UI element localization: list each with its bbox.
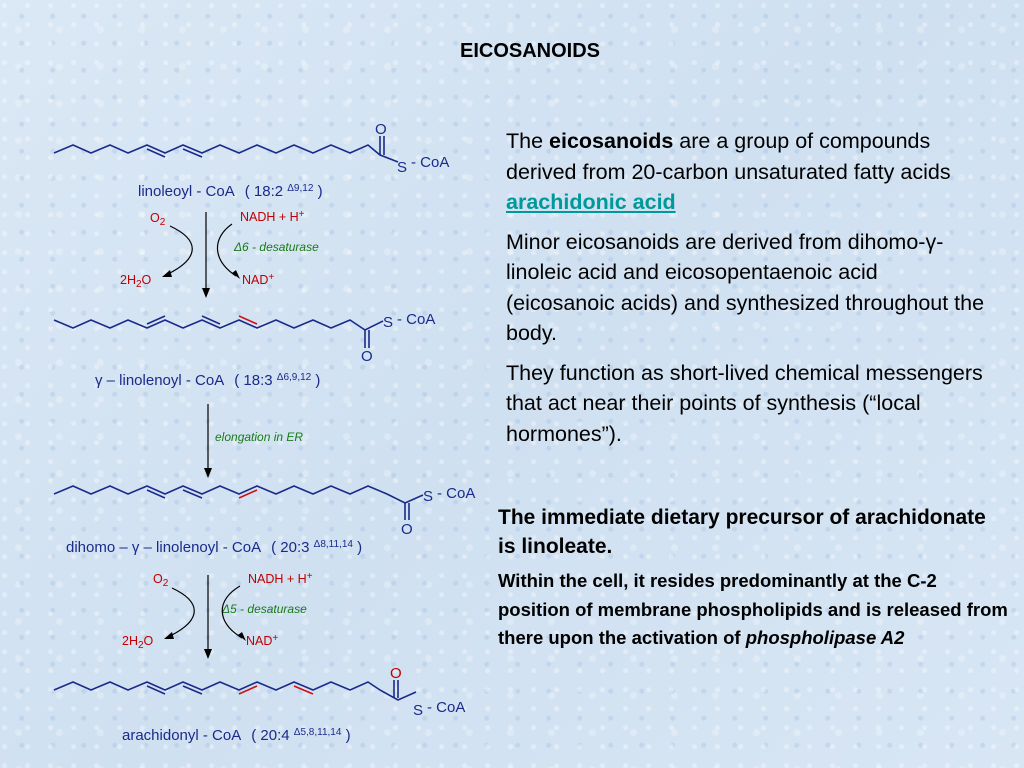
arachidonyl-coa-structure: O S - CoA [53, 665, 465, 719]
compound-gamma-linolenoyl-coa: γ – linolenoyl - CoA( 18:3 Δ6,9,12 ) [95, 372, 320, 389]
double-bond [182, 685, 203, 695]
oxygen-atom: O [375, 121, 387, 138]
enzyme-delta5-desaturase: Δ5 - desaturase [221, 602, 307, 616]
svg-text:S: S [423, 488, 433, 505]
svg-text:NADH + H+: NADH + H+ [248, 571, 313, 586]
new-double-bond [293, 685, 314, 695]
svg-text:O2: O2 [153, 572, 169, 589]
double-bond [182, 148, 203, 158]
elongation-step: elongation in ER [204, 404, 303, 478]
function-paragraph: They function as short-lived chemical me… [506, 360, 983, 446]
svg-text:O2: O2 [150, 211, 166, 228]
sulfur-atom: S [397, 159, 407, 176]
delta6-desaturase-step: O2 NADH + H+ Δ6 - desaturase 2H2O NAD+ [120, 209, 319, 298]
precursor-detail: Within the cell, it resides predominantl… [498, 570, 1008, 648]
arachidonic-acid-link[interactable]: arachidonic acid [506, 190, 676, 214]
svg-text:O: O [401, 521, 413, 538]
svg-text:2H2O: 2H2O [120, 273, 152, 290]
double-bond [182, 489, 203, 499]
svg-text:- CoA: - CoA [427, 699, 465, 716]
phospholipase-a2: phospholipase A2 [745, 627, 905, 648]
svg-text:S: S [383, 314, 393, 331]
svg-text:S: S [413, 702, 423, 719]
precursor-section: The immediate dietary precursor of arach… [498, 503, 1008, 653]
svg-text:NAD+: NAD+ [242, 272, 274, 287]
eicosanoids-description: The eicosanoids are a group of compounds… [506, 126, 986, 458]
double-bond [146, 489, 166, 499]
double-bond [201, 315, 221, 325]
gamma-linolenoyl-coa-structure: O S - CoA [53, 311, 435, 365]
minor-eicosanoids-paragraph: Minor eicosanoids are derived from dihom… [506, 229, 985, 346]
new-double-bond [238, 685, 258, 695]
svg-text:2H2O: 2H2O [122, 634, 154, 651]
definition-paragraph: The eicosanoids are a group of compounds… [506, 129, 951, 214]
new-double-bond [238, 489, 258, 499]
compound-dihomo-gamma-linolenoyl-coa: dihomo – γ – linolenoyl - CoA( 20:3 Δ8,1… [66, 539, 362, 556]
svg-text:O: O [390, 665, 402, 682]
svg-text:- CoA: - CoA [397, 311, 435, 328]
slide-title: EICOSANOIDS [459, 40, 601, 62]
svg-text:O: O [361, 348, 373, 365]
linoleoyl-coa-structure: O S - CoA [53, 121, 449, 176]
svg-text:NAD+: NAD+ [246, 633, 278, 648]
fatty-acid-pathway-diagram: O S - CoA linoleoyl - CoA( 18:2 Δ9,12 ) … [53, 121, 475, 744]
enzyme-delta6-desaturase: Δ6 - desaturase [233, 240, 319, 254]
compound-linoleoyl-coa: linoleoyl - CoA( 18:2 Δ9,12 ) [138, 183, 323, 200]
delta5-desaturase-step: O2 NADH + H+ Δ5 - desaturase 2H2O NAD+ [122, 571, 313, 659]
double-bond [146, 315, 166, 325]
precursor-heading: The immediate dietary precursor of arach… [498, 506, 986, 558]
coa-label: - CoA [411, 154, 449, 171]
double-bond [146, 685, 166, 695]
compound-arachidonyl-coa: arachidonyl - CoA( 20:4 Δ5,8,11,14 ) [122, 727, 351, 744]
svg-text:NADH + H+: NADH + H+ [240, 209, 305, 224]
new-double-bond [238, 315, 258, 325]
svg-text:- CoA: - CoA [437, 485, 475, 502]
elongation-label: elongation in ER [215, 430, 303, 444]
double-bond [146, 148, 166, 158]
dihomo-gamma-linolenoyl-coa-structure: O S - CoA [53, 485, 475, 538]
